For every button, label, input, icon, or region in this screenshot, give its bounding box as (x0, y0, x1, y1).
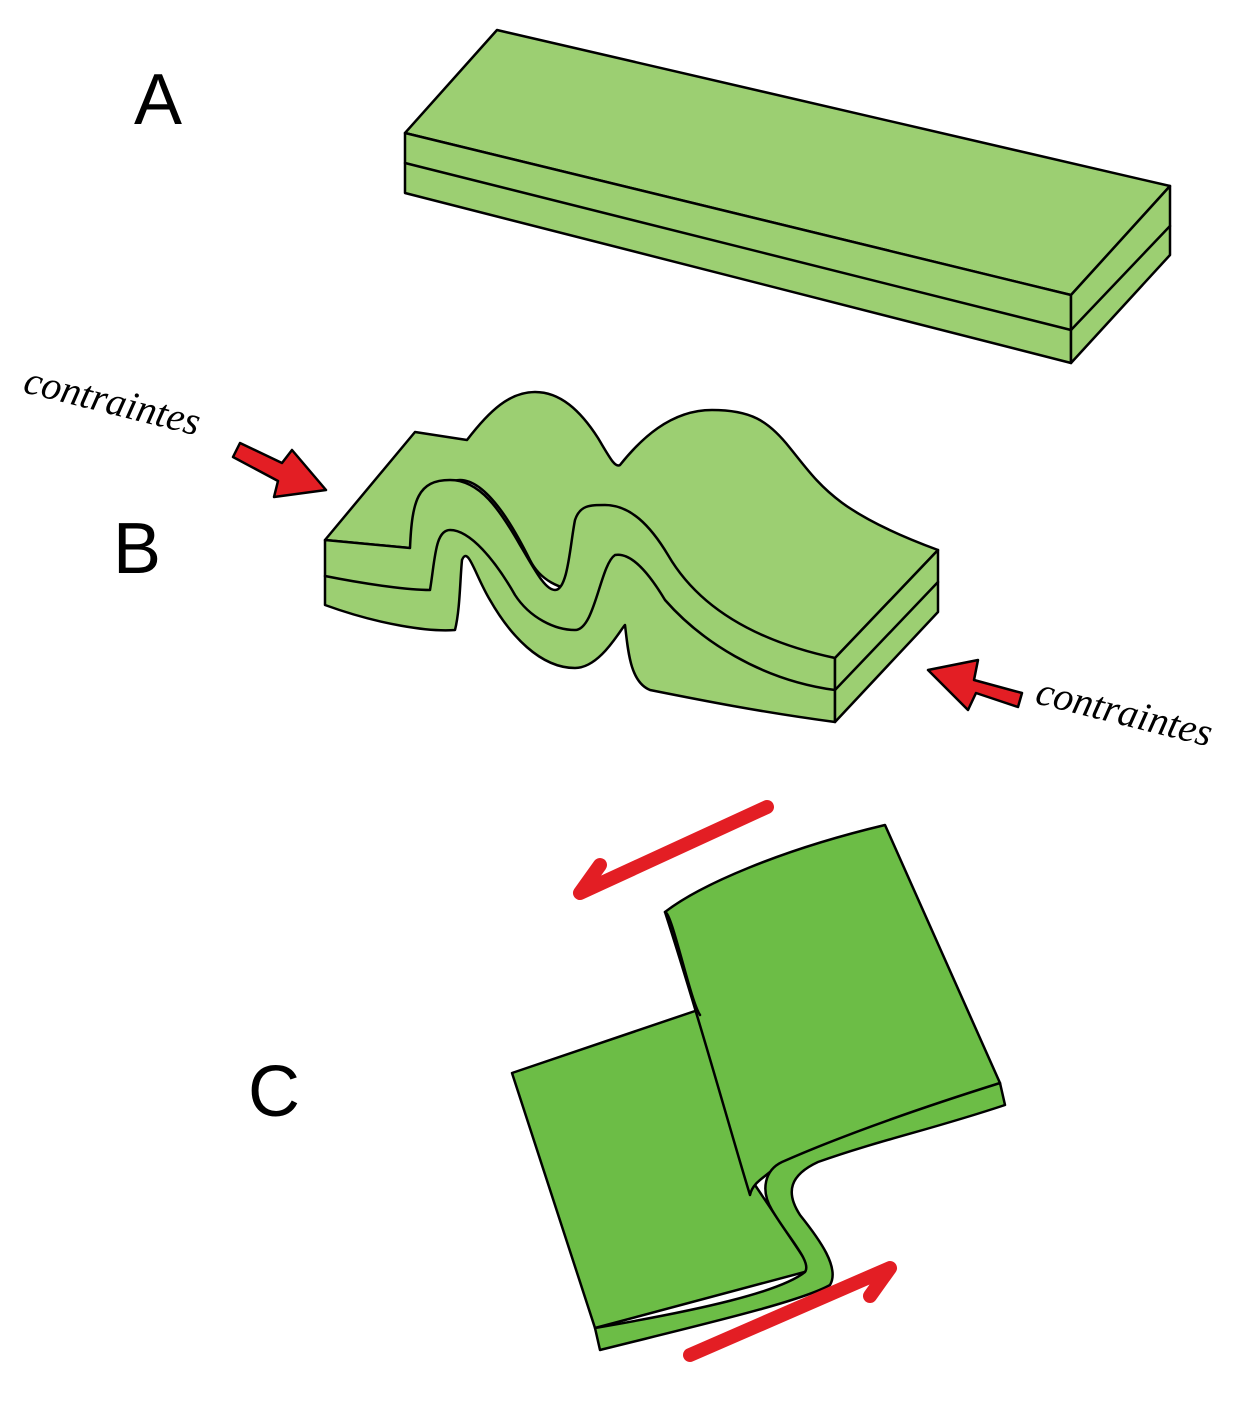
panel-label-a: A (134, 60, 182, 140)
stress-arrow-left (233, 443, 326, 497)
stress-arrow-left-icon (233, 443, 326, 497)
panel-a-flat-slab (405, 30, 1170, 363)
stress-arrow-right (928, 660, 1022, 710)
stress-label-left: contraintes (20, 357, 206, 444)
panel-label-b: B (113, 509, 161, 589)
panel-b-folded-layers (325, 392, 938, 722)
panel-c-shear-fold (512, 825, 1005, 1350)
stress-arrow-right-icon (928, 660, 1022, 710)
panel-label-c: C (248, 1052, 300, 1132)
stress-label-right: contraintes (1032, 668, 1218, 755)
